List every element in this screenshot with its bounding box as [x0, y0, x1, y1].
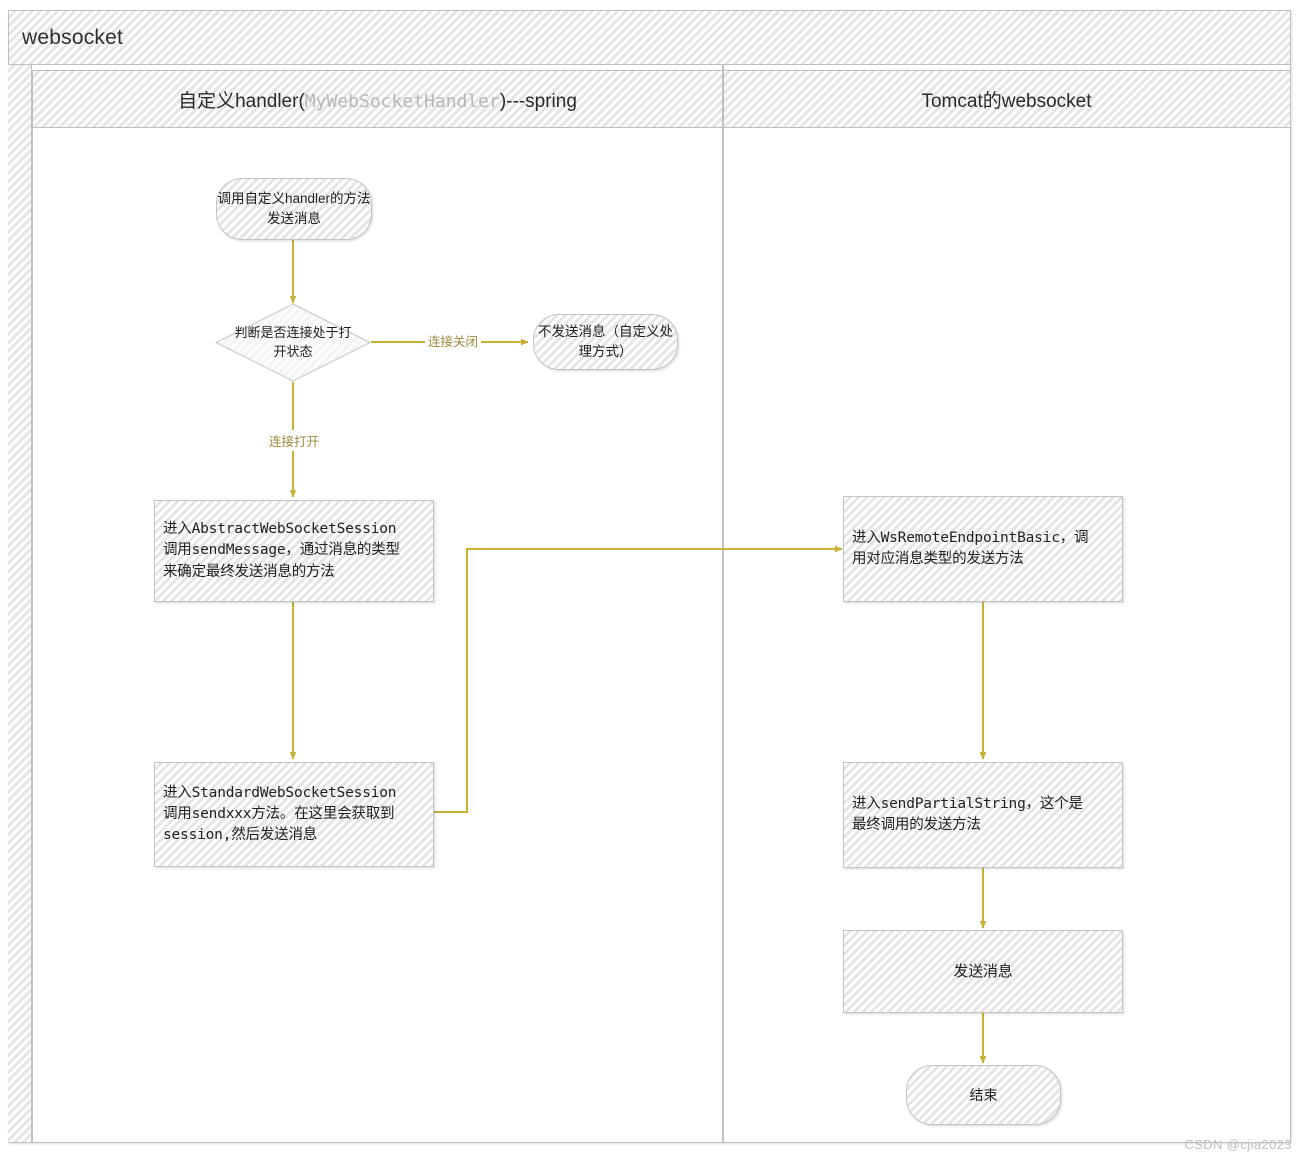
pool-title-bar: websocket [8, 10, 1291, 65]
lane-header-spring-mono: MyWebSocketHandler [304, 90, 500, 112]
node-no-send-label: 不发送消息（自定义处 理方式） [538, 324, 673, 359]
node-abstract-websocket-session[interactable]: 进入AbstractWebSocketSession 调用sendMessage… [154, 500, 434, 602]
node-decision[interactable]: 判断是否连接处于打 开状态 [214, 303, 372, 382]
pool-left-strip [8, 65, 32, 1143]
lane-header-spring: 自定义handler(MyWebSocketHandler)---spring [32, 70, 723, 128]
lane-header-spring-suffix: )---spring [499, 90, 577, 112]
lane-header-tomcat: Tomcat的websocket [722, 70, 1291, 128]
node-start-label: 调用自定义handler的方法 发送消息 [217, 191, 371, 226]
watermark: CSDN @cjia2023 [1184, 1137, 1292, 1152]
node-end[interactable]: 结束 [906, 1065, 1061, 1125]
lane-header-spring-prefix: 自定义handler( [178, 90, 305, 112]
node-start[interactable]: 调用自定义handler的方法 发送消息 [216, 178, 372, 240]
node-send-partial-string[interactable]: 进入sendPartialString，这个是 最终调用的发送方法 [843, 762, 1123, 868]
lane-header-spring-label: 自定义handler(MyWebSocketHandler)---spring [178, 86, 577, 113]
node-standard-websocket-session-label: 进入StandardWebSocketSession 调用sendxxx方法。在… [163, 784, 397, 843]
edge-label-connection-open: 连接打开 [266, 430, 323, 451]
node-send-message[interactable]: 发送消息 [843, 930, 1123, 1013]
lane-divider [722, 65, 724, 1143]
node-ws-remote-endpoint-basic-label: 进入WsRemoteEndpointBasic，调 用对应消息类型的发送方法 [852, 529, 1089, 567]
node-send-message-label: 发送消息 [953, 962, 1013, 980]
node-end-label: 结束 [969, 1086, 998, 1103]
edge-label-connection-closed: 连接关闭 [425, 330, 482, 351]
node-ws-remote-endpoint-basic[interactable]: 进入WsRemoteEndpointBasic，调 用对应消息类型的发送方法 [843, 496, 1123, 602]
node-abstract-websocket-session-label: 进入AbstractWebSocketSession 调用sendMessage… [163, 521, 400, 580]
node-no-send[interactable]: 不发送消息（自定义处 理方式） [533, 314, 678, 370]
node-send-partial-string-label: 进入sendPartialString，这个是 最终调用的发送方法 [852, 795, 1083, 833]
pool-title: websocket [22, 25, 124, 49]
lane-header-tomcat-label: Tomcat的websocket [921, 90, 1092, 112]
lane-body-spring [32, 128, 723, 1143]
node-standard-websocket-session[interactable]: 进入StandardWebSocketSession 调用sendxxx方法。在… [154, 762, 434, 867]
